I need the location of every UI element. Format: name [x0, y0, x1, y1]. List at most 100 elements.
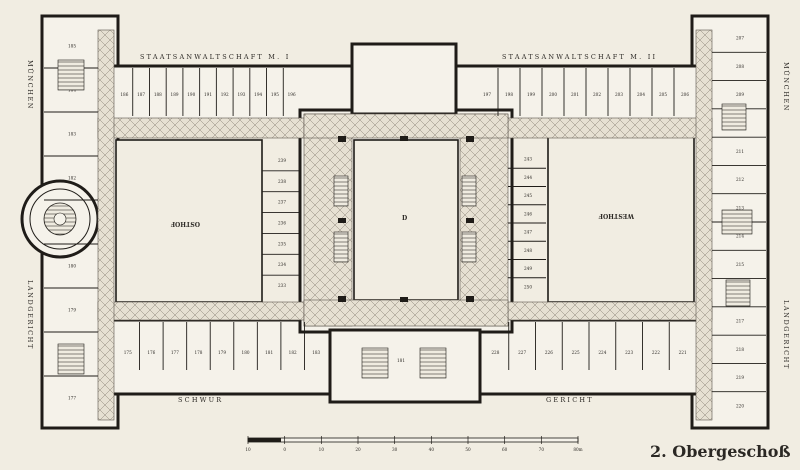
floor-title: 2. Obergeschoß: [650, 442, 791, 461]
room-number: 182: [68, 176, 76, 181]
room-number: 192: [221, 92, 229, 97]
room-number: 235: [278, 241, 286, 246]
room-number: 211: [736, 149, 744, 154]
room-number: 205: [659, 92, 667, 97]
room-number: 225: [572, 350, 580, 355]
scale-tick-label: 10: [245, 447, 251, 452]
room-number: 201: [571, 92, 579, 97]
room-number: 208: [736, 64, 744, 69]
room-number: 202: [593, 92, 601, 97]
room-number: 215: [736, 262, 744, 267]
room-number: 246: [524, 211, 532, 216]
label-osthof: OSTHOF: [170, 220, 200, 227]
scale-tick-label: 30: [392, 447, 398, 452]
room-number: 221: [679, 350, 687, 355]
room-number: 206: [681, 92, 689, 97]
room-number: 197: [483, 92, 491, 97]
room-number: 193: [237, 92, 245, 97]
room-number: 185: [68, 44, 76, 49]
room-number: 247: [524, 230, 532, 235]
room-number: 213: [736, 205, 744, 210]
room-number: 180: [68, 264, 76, 269]
scale-tick-label: 80m: [573, 447, 582, 452]
room-number: 177: [68, 396, 76, 401]
label-gericht: GERICHT: [546, 396, 594, 404]
scale-tick-label: 70: [539, 447, 545, 452]
central-stairs: [333, 175, 477, 263]
scale-tick-label: 60: [502, 447, 508, 452]
room-number: 194: [254, 92, 262, 97]
label-westhof: WESTHOF: [598, 212, 635, 219]
scale-tick-label: 40: [429, 447, 435, 452]
room-number: 249: [524, 266, 532, 271]
room-number: 181: [265, 350, 273, 355]
room-number: 189: [171, 92, 179, 97]
room-number: 239: [278, 158, 286, 163]
label-center-d: D: [402, 215, 407, 222]
scale-tick-label: 20: [355, 447, 361, 452]
room-number: 244: [524, 175, 532, 180]
room-number: 186: [120, 92, 128, 97]
room-number: 183: [68, 132, 76, 137]
label-left-lower: LANDGERICHT: [26, 280, 34, 350]
room-number: 217: [736, 319, 744, 324]
room-number: 209: [736, 92, 744, 97]
room-number: 237: [278, 200, 286, 205]
wing-stairs: [57, 59, 753, 379]
label-right-lower: LANDGERICHT: [782, 300, 790, 370]
courtyards: [115, 135, 695, 303]
room-number: 243: [524, 157, 532, 162]
room-number: 187: [137, 92, 145, 97]
room-number: 224: [598, 350, 606, 355]
room-number: 218: [736, 347, 744, 352]
room-number: 195: [271, 92, 279, 97]
room-number: 226: [545, 350, 553, 355]
east-courtyard: [115, 139, 263, 303]
room-number: 222: [652, 350, 660, 355]
room-number: 228: [491, 350, 499, 355]
room-number: 179: [68, 308, 76, 313]
room-number: 248: [524, 248, 532, 253]
room-number: 175: [124, 350, 132, 355]
central-pillars: [338, 136, 474, 302]
room-number: 178: [194, 350, 202, 355]
room-number: 227: [518, 350, 526, 355]
west-rotunda-stair: [29, 188, 91, 250]
room-center-number: 181: [397, 358, 405, 363]
room-number: 190: [187, 92, 195, 97]
scale-tick-label: 10: [319, 447, 325, 452]
room-number: 245: [524, 193, 532, 198]
corridors: [97, 29, 713, 421]
room-partitions: 186 187 188 189 190 191 192 193 194 195 196 197 198 1…: [44, 36, 766, 408]
room-number: 220: [736, 403, 744, 408]
room-number: 203: [615, 92, 623, 97]
room-number: 177: [171, 350, 179, 355]
room-number: 219: [736, 375, 744, 380]
room-number: 238: [278, 179, 286, 184]
room-number: 223: [625, 350, 633, 355]
room-number: 212: [736, 177, 744, 182]
room-number: 179: [218, 350, 226, 355]
room-number: 200: [549, 92, 557, 97]
room-number: 176: [147, 350, 155, 355]
scale-tick-label: 50: [465, 447, 471, 452]
room-number: 233: [278, 283, 286, 288]
room-number: 236: [278, 221, 286, 226]
label-schwur: SCHWUR: [178, 396, 223, 404]
center-courtyard: [353, 139, 459, 301]
room-number: 234: [278, 262, 286, 267]
room-number: 191: [204, 92, 212, 97]
room-number: 188: [154, 92, 162, 97]
label-left-upper: MÜNCHEN: [26, 60, 35, 110]
label-right-upper: MÜNCHEN: [782, 62, 791, 112]
room-number: 183: [312, 350, 320, 355]
room-number: 196: [288, 92, 296, 97]
room-number: 182: [289, 350, 297, 355]
room-number: 204: [637, 92, 645, 97]
room-number: 207: [736, 36, 744, 41]
room-number: 250: [524, 284, 532, 289]
room-number: 199: [527, 92, 535, 97]
room-number: 198: [505, 92, 513, 97]
